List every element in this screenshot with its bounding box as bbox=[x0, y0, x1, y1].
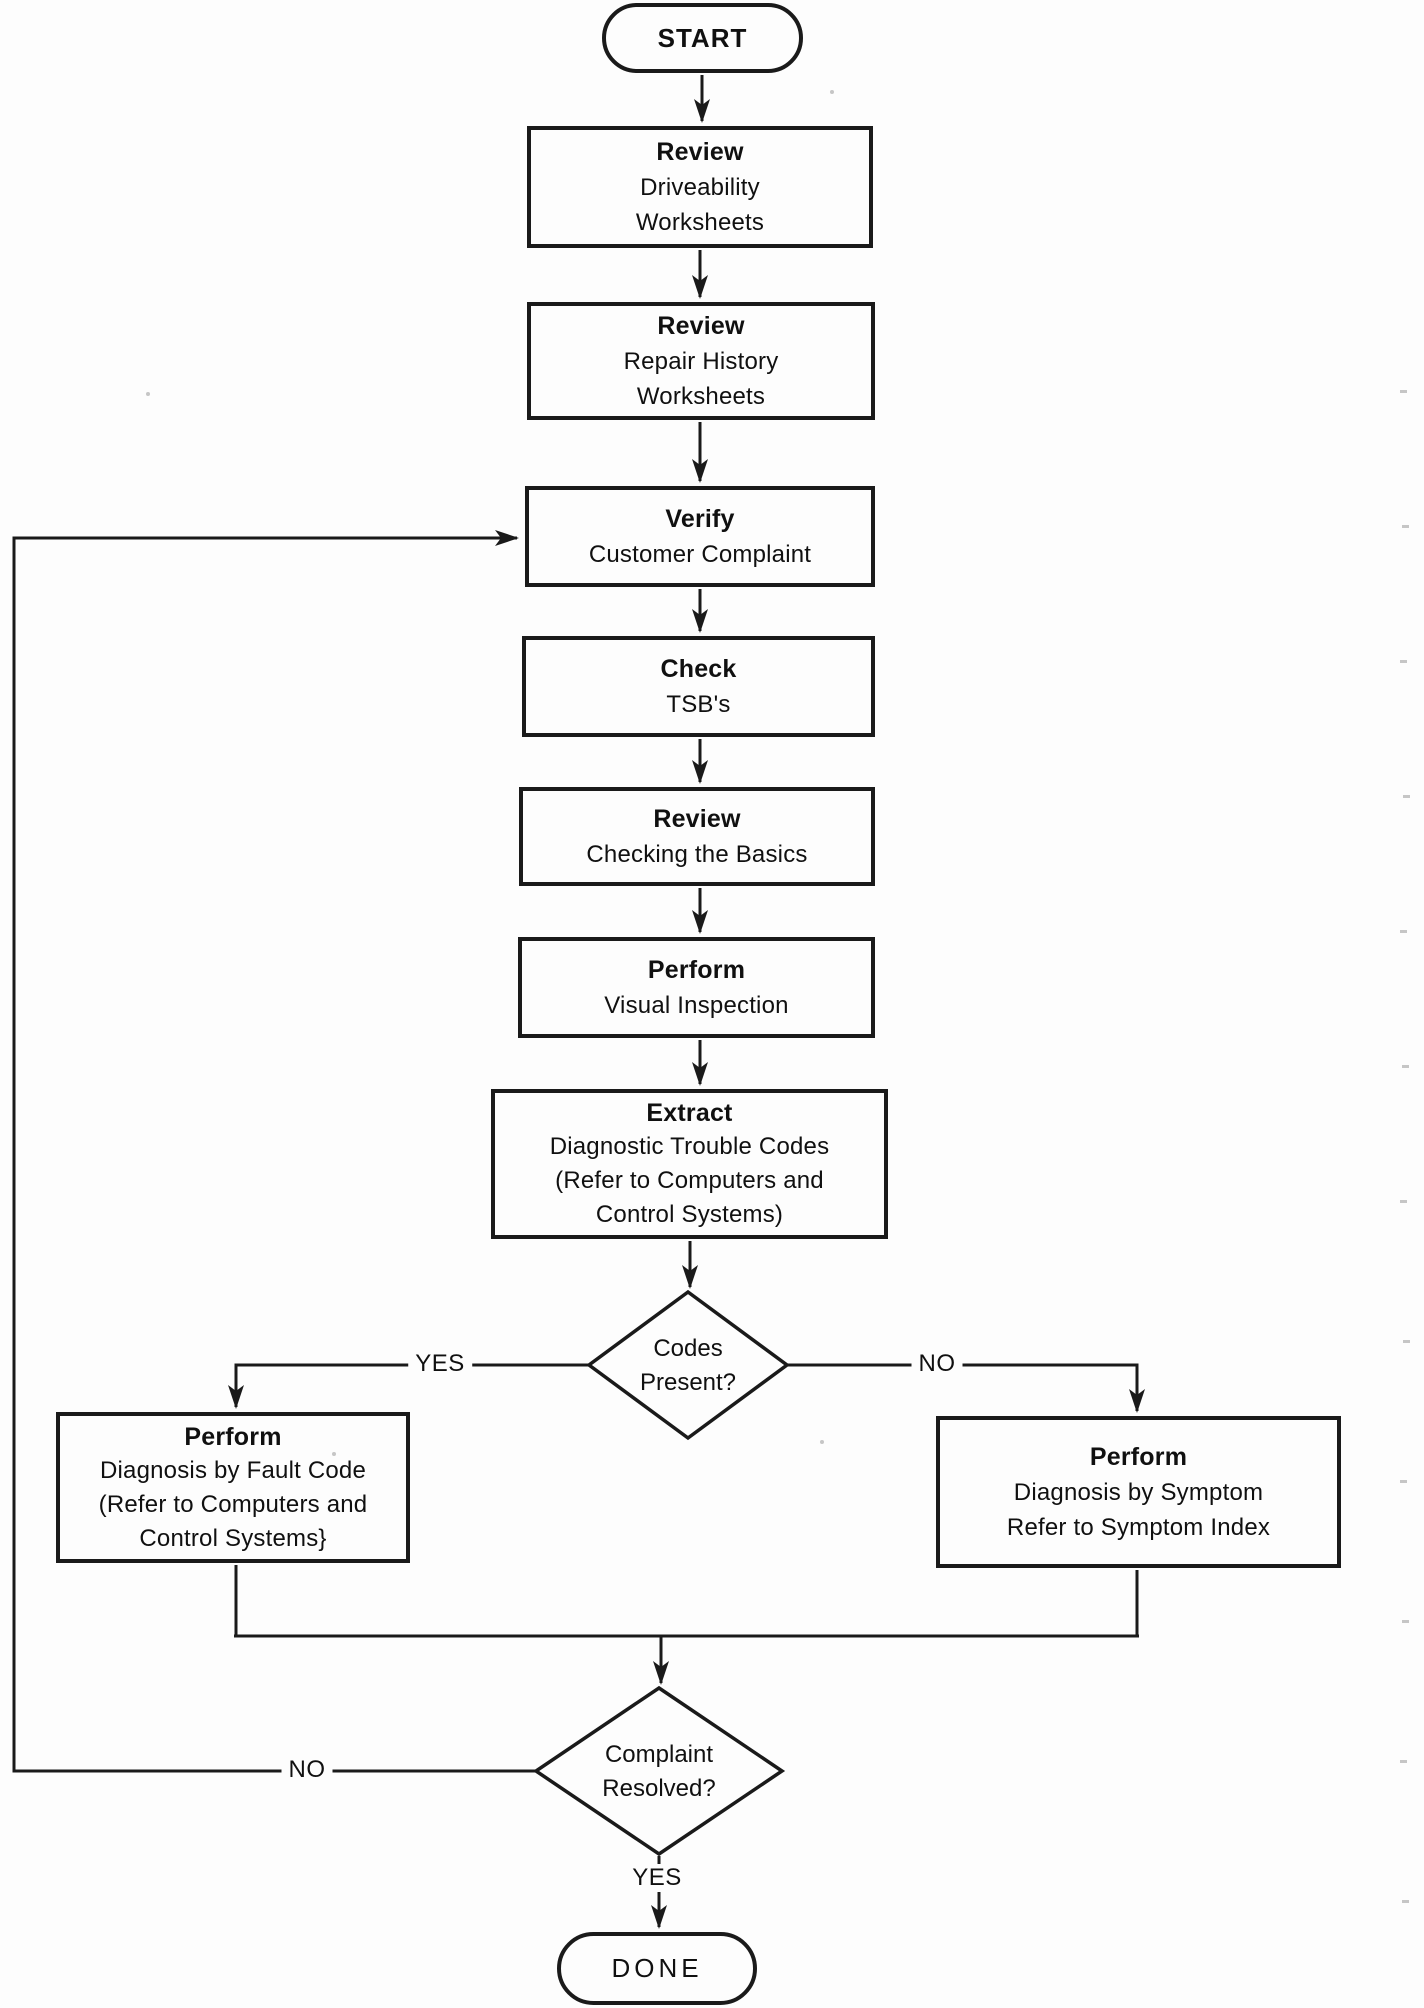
connector-codes-no-branch bbox=[787, 1363, 1145, 1413]
process-verify-customer-complaint: Verify Customer Complaint bbox=[525, 486, 875, 587]
node-line: Diagnostic Trouble Codes bbox=[549, 1133, 830, 1160]
start-terminal: START bbox=[602, 3, 803, 73]
node-line: Diagnosis by Symptom bbox=[1013, 1478, 1264, 1506]
node-title: Verify bbox=[665, 504, 735, 533]
scan-speck bbox=[1402, 1900, 1409, 1903]
node-line: Control Systems) bbox=[595, 1201, 784, 1228]
node-title: Perform bbox=[647, 955, 746, 984]
node-title: Check bbox=[660, 654, 737, 683]
connector-resolved-no-feedback bbox=[12, 530, 536, 1773]
node-line: Checking the Basics bbox=[586, 840, 808, 868]
scan-speck bbox=[1400, 660, 1407, 663]
process-review-driveability-worksheets: Review Driveability Worksheets bbox=[527, 126, 873, 248]
node-line: (Refer to Computers and bbox=[98, 1490, 368, 1518]
decision-line: Codes bbox=[653, 1335, 723, 1362]
decision-complaint-resolved-label: Complaint Resolved? bbox=[602, 1738, 715, 1806]
edge-label-resolved-yes: YES bbox=[625, 1864, 689, 1892]
decision-line: Complaint bbox=[604, 1741, 714, 1768]
scan-speck bbox=[332, 1452, 336, 1456]
scan-speck bbox=[1402, 1620, 1409, 1623]
decision-line: Present? bbox=[639, 1369, 737, 1396]
scan-speck bbox=[1403, 795, 1410, 798]
node-title: Perform bbox=[184, 1422, 282, 1451]
scan-speck bbox=[1400, 930, 1407, 933]
process-diagnosis-by-symptom: Perform Diagnosis by Symptom Refer to Sy… bbox=[936, 1416, 1341, 1568]
scan-speck bbox=[1400, 1480, 1407, 1483]
node-line: TSB's bbox=[666, 690, 731, 718]
decision-codes-present-label: Codes Present? bbox=[640, 1332, 736, 1400]
node-title: Review bbox=[653, 804, 741, 833]
process-review-checking-the-basics: Review Checking the Basics bbox=[519, 787, 875, 886]
node-line: Diagnosis by Fault Code bbox=[99, 1456, 367, 1484]
node-title: Review bbox=[657, 311, 745, 340]
edge-label-codes-no: NO bbox=[911, 1350, 963, 1378]
decision-codes-present-shape bbox=[586, 1289, 790, 1441]
scan-speck bbox=[820, 1440, 824, 1444]
node-line: Repair History bbox=[623, 347, 779, 375]
node-line: Worksheets bbox=[635, 208, 765, 236]
process-perform-visual-inspection: Perform Visual Inspection bbox=[518, 937, 875, 1038]
process-review-repair-history-worksheets: Review Repair History Worksheets bbox=[527, 302, 875, 420]
decision-line: Resolved? bbox=[602, 1775, 716, 1802]
node-line: Visual Inspection bbox=[604, 991, 789, 1019]
node-line: Worksheets bbox=[636, 382, 766, 410]
node-title: Review bbox=[656, 137, 744, 166]
node-line: Customer Complaint bbox=[588, 540, 812, 568]
scan-speck bbox=[1400, 1200, 1407, 1203]
decision-complaint-resolved-shape bbox=[532, 1685, 786, 1857]
process-diagnosis-by-fault-code: Perform Diagnosis by Fault Code (Refer t… bbox=[56, 1412, 410, 1563]
edge-label-resolved-no: NO bbox=[281, 1756, 333, 1784]
scan-speck bbox=[146, 392, 150, 396]
process-check-tsbs: Check TSB's bbox=[522, 636, 875, 737]
scan-speck bbox=[1402, 1065, 1409, 1068]
node-line: Refer to Symptom Index bbox=[1006, 1513, 1271, 1541]
done-terminal: DONE bbox=[557, 1932, 757, 2005]
node-title: Extract bbox=[646, 1099, 733, 1127]
scan-speck bbox=[1400, 1760, 1407, 1763]
node-line: (Refer to Computers and bbox=[555, 1167, 824, 1194]
node-title: Perform bbox=[1089, 1442, 1188, 1471]
edge-label-codes-yes: YES bbox=[408, 1350, 472, 1378]
node-line: Control Systems} bbox=[139, 1524, 327, 1552]
process-extract-diagnostic-trouble-codes: Extract Diagnostic Trouble Codes (Refer … bbox=[491, 1089, 888, 1239]
scan-speck bbox=[1402, 525, 1409, 528]
node-line: Driveability bbox=[640, 173, 760, 201]
scan-speck bbox=[830, 90, 834, 94]
scan-speck bbox=[1400, 390, 1407, 393]
scan-speck bbox=[1403, 1340, 1410, 1343]
